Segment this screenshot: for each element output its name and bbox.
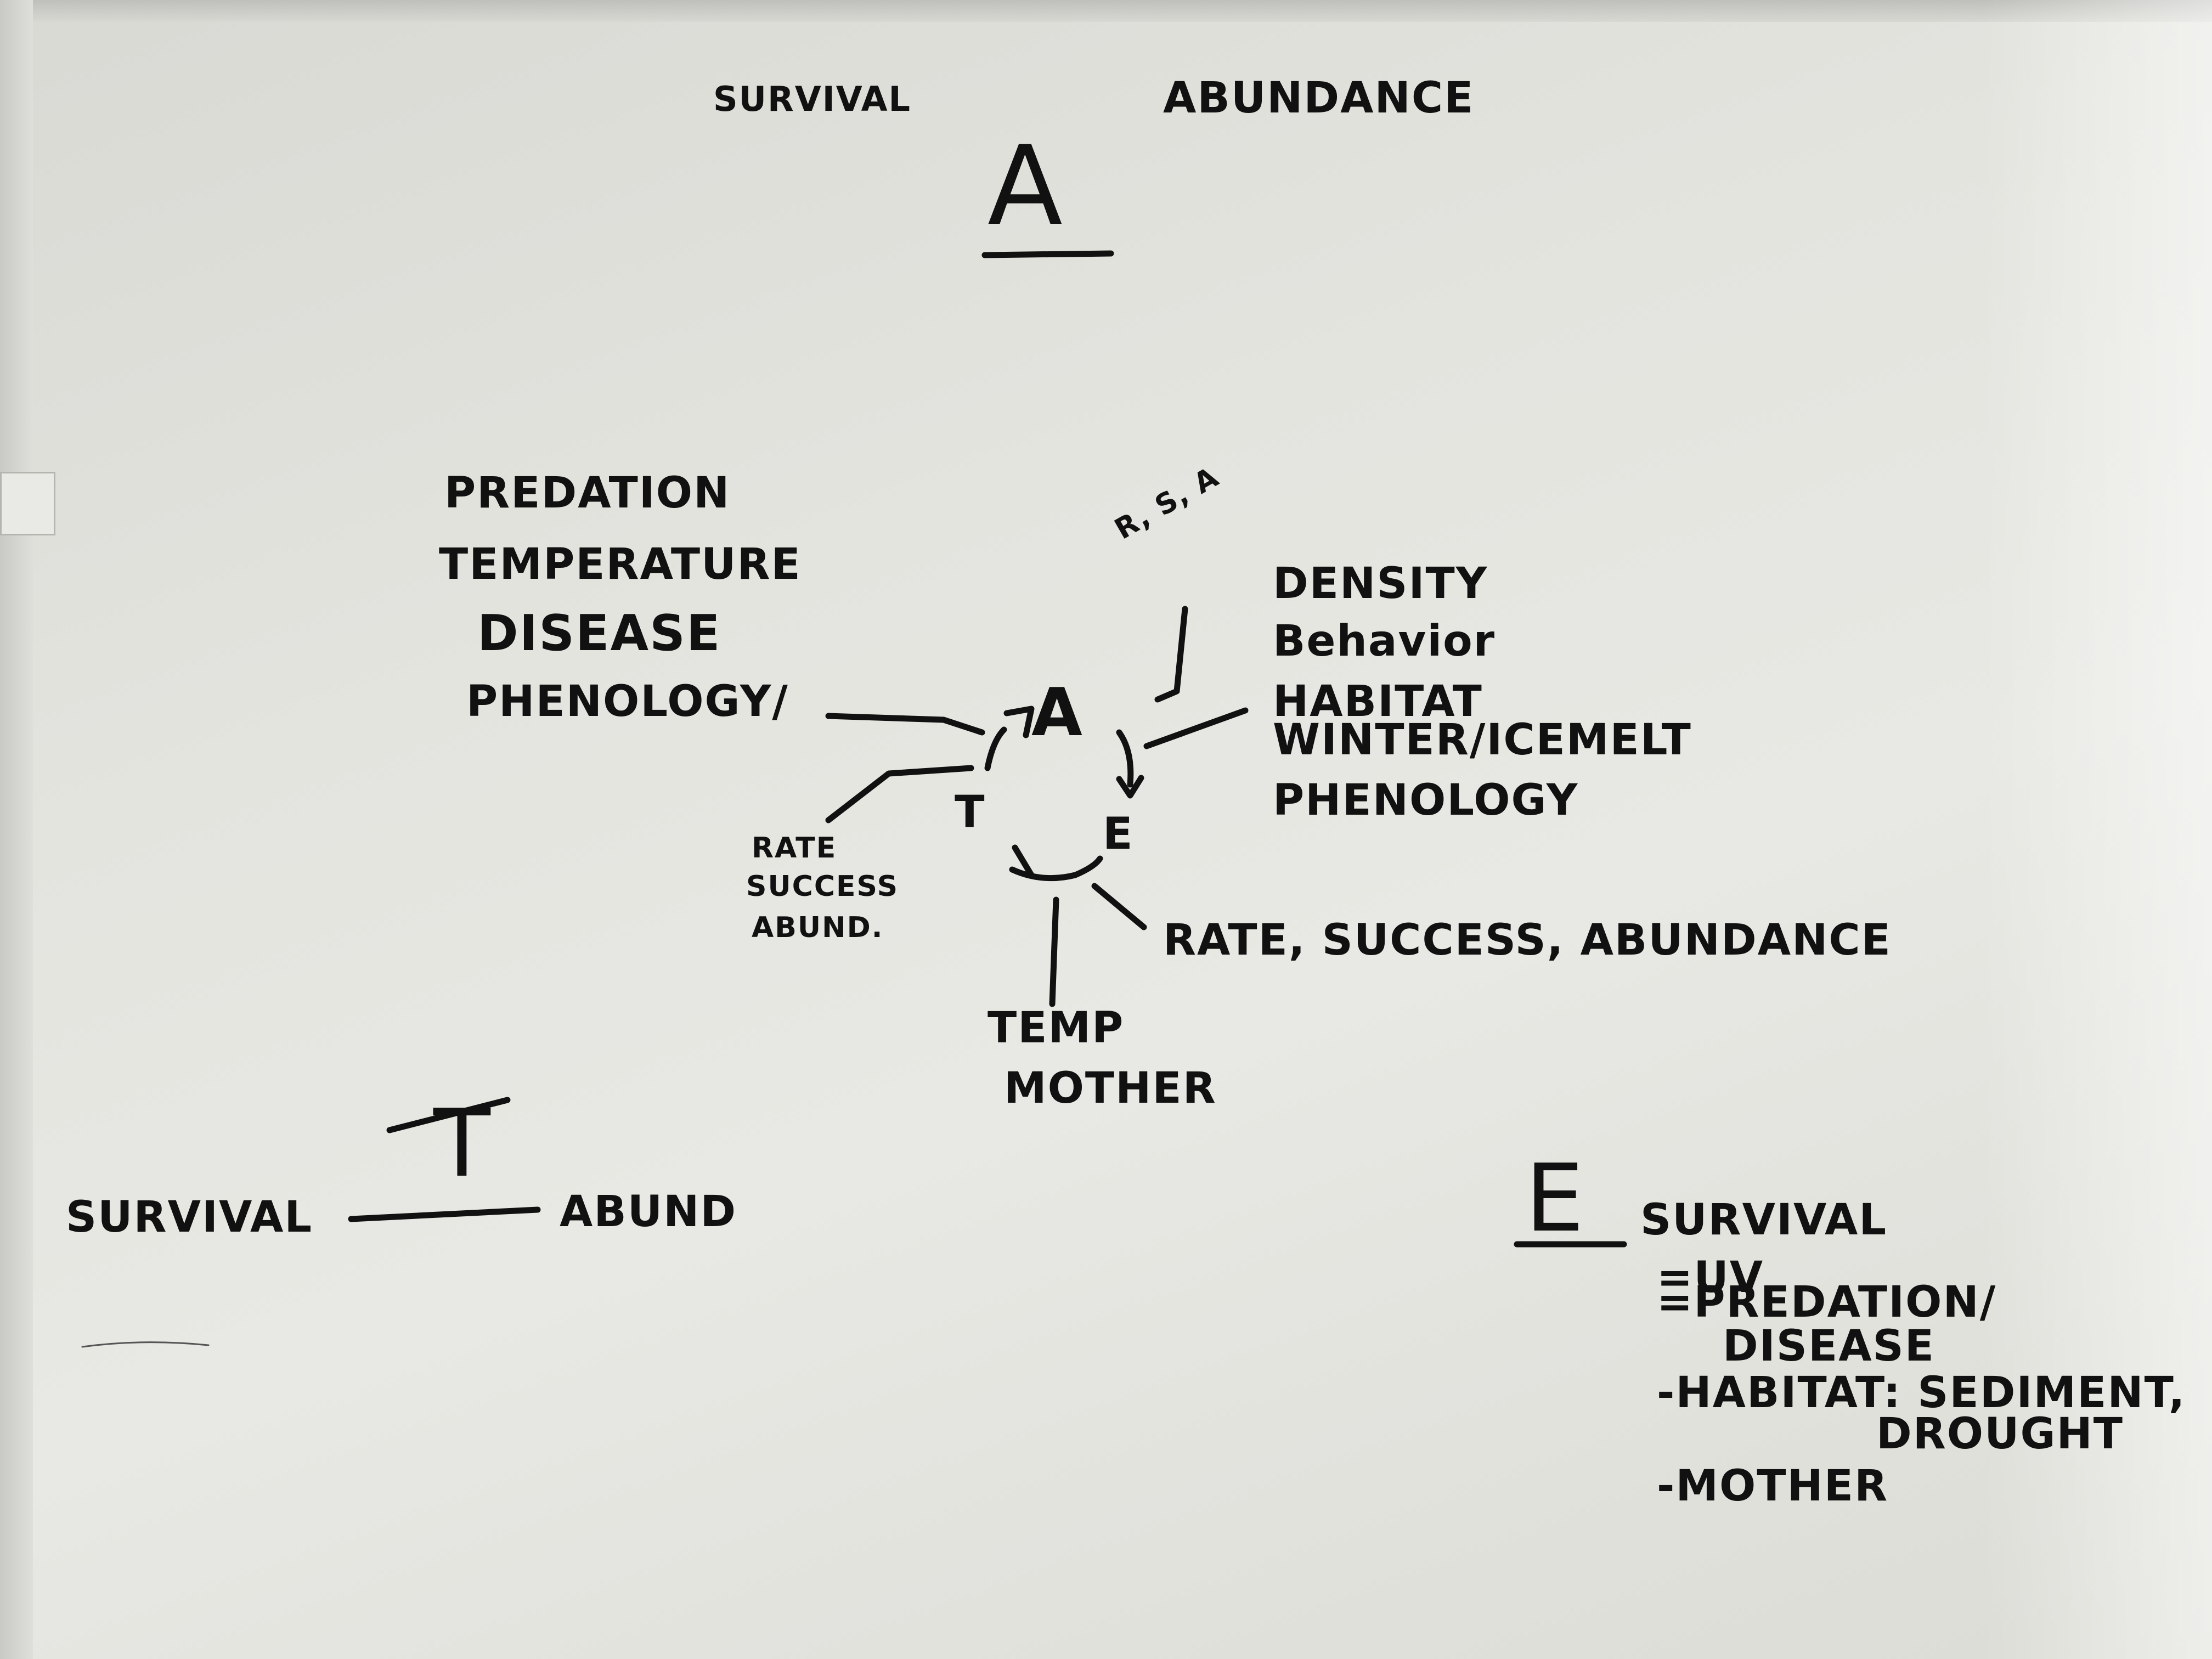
arrow-left-to-a bbox=[825, 713, 985, 736]
t-section-top-bar bbox=[386, 1097, 511, 1133]
line-left-small bbox=[825, 765, 974, 823]
line-to-temp bbox=[1049, 896, 1059, 1007]
left-list-item-0: PREDATION bbox=[444, 469, 731, 518]
t-to-e-curve bbox=[1009, 855, 1103, 882]
e-section-letter: E bbox=[1525, 1144, 1585, 1253]
whiteboard-frame-left bbox=[0, 0, 33, 1659]
top-a-underline bbox=[981, 250, 1114, 258]
line-right-list bbox=[1143, 707, 1249, 749]
arrow-a-head bbox=[1003, 706, 1035, 738]
whiteboard-frame-top bbox=[0, 0, 2212, 22]
center-letter-a: A bbox=[1031, 675, 1084, 751]
right-list-item-3: WINTER/ICEMELT bbox=[1273, 715, 1692, 765]
t-section-abund: ABUND bbox=[560, 1187, 737, 1237]
top-letter-a: A bbox=[988, 122, 1064, 250]
left-list-item-1: TEMPERATURE bbox=[439, 540, 802, 589]
right-list-item-2: HABITAT bbox=[1273, 677, 1483, 726]
t-section-underline bbox=[348, 1206, 541, 1222]
bottom-list-item-1: MOTHER bbox=[1004, 1064, 1217, 1113]
left-list-item-3: PHENOLOGY/ bbox=[466, 677, 789, 726]
light-glare bbox=[1982, 0, 2212, 1659]
top-abundance-label: ABUNDANCE bbox=[1163, 74, 1475, 123]
e-section-item-0: =UV bbox=[1657, 1253, 1764, 1302]
right-list-item-1: Behavior bbox=[1273, 617, 1496, 666]
e-section-item-3: -HABITAT: SEDIMENT, bbox=[1657, 1368, 2186, 1418]
center-letter-e: E bbox=[1103, 808, 1134, 859]
right-list-item-0: DENSITY bbox=[1273, 559, 1488, 608]
t-section-survival: SURVIVAL bbox=[66, 1193, 313, 1242]
line-rsa bbox=[1154, 606, 1188, 703]
left-list-item-2: DISEASE bbox=[477, 605, 721, 662]
left-small-item-0: RATE bbox=[752, 832, 837, 865]
top-survival-label: SURVIVAL bbox=[713, 79, 912, 119]
e-section-item-2: DISEASE bbox=[1723, 1322, 1936, 1371]
arrow-e-head bbox=[1116, 775, 1144, 799]
arrow-a-to-e bbox=[1116, 729, 1134, 788]
right-list-item-4: PHENOLOGY bbox=[1273, 776, 1579, 825]
a-to-t-curve bbox=[984, 726, 1007, 771]
e-section-item-1: =PREDATION/ bbox=[1657, 1278, 1997, 1327]
bottom-list-item-0: TEMP bbox=[988, 1003, 1125, 1053]
smudge-line bbox=[81, 1341, 210, 1348]
line-to-rate bbox=[1091, 883, 1147, 930]
left-small-item-1: SUCCESS bbox=[746, 870, 899, 903]
left-small-item-2: ABUND. bbox=[752, 911, 884, 944]
e-section-item-4: DROUGHT bbox=[1876, 1409, 2124, 1459]
t-arrow bbox=[1012, 844, 1035, 878]
e-section-item-5: -MOTHER bbox=[1657, 1462, 1889, 1511]
rate-success-abundance: RATE, SUCCESS, ABUNDANCE bbox=[1163, 916, 1892, 965]
e-section-heading: SURVIVAL bbox=[1640, 1195, 1888, 1245]
center-letter-t: T bbox=[955, 786, 986, 837]
whiteboard-clip bbox=[0, 472, 55, 535]
